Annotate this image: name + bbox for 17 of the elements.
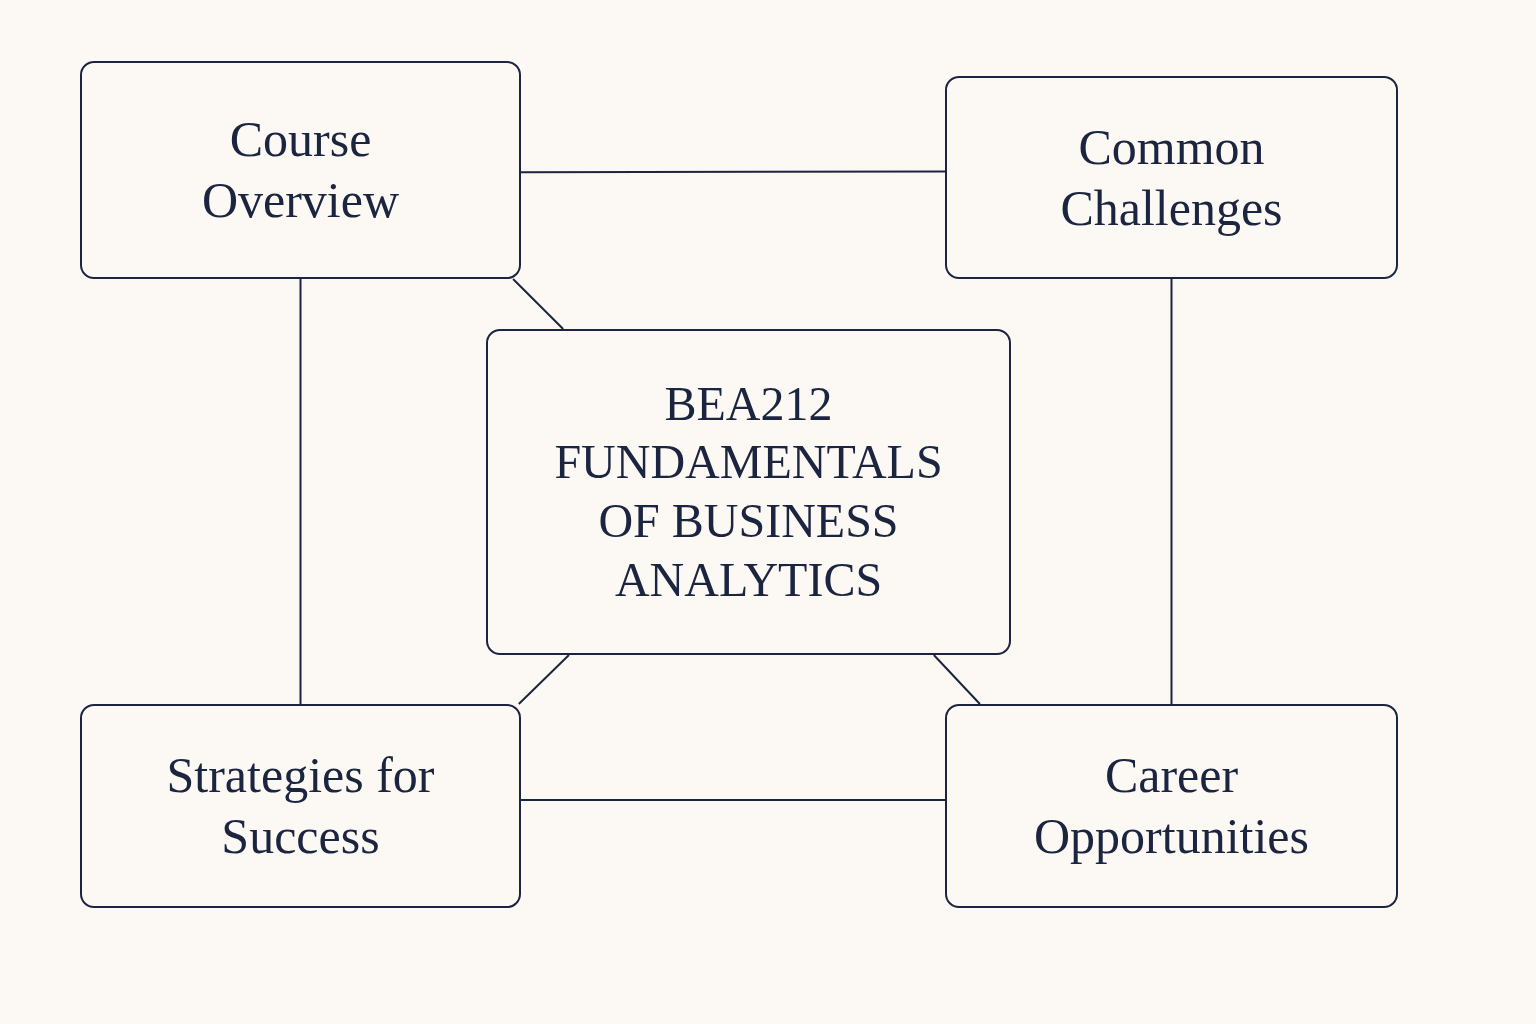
topic-label: Course Overview	[200, 110, 401, 230]
topic-label: BEA212 FUNDAMENTALS OF BUSINESS ANALYTICS	[553, 375, 944, 608]
connector-line	[517, 654, 570, 705]
connector-line	[1170, 278, 1173, 705]
topic-box	[945, 76, 1398, 279]
topic-label: Career Opportunities	[1033, 746, 1310, 866]
connector-line	[520, 798, 946, 801]
topic-box	[80, 61, 521, 279]
connector-line	[299, 278, 302, 705]
central-topic-box	[486, 329, 1011, 655]
topic-box	[945, 704, 1398, 908]
connector-line	[520, 170, 946, 174]
topic-box	[80, 704, 521, 908]
topic-label: Common Challenges	[1059, 117, 1284, 238]
topic-label: Strategies for Success	[165, 746, 436, 866]
connector-line	[512, 278, 565, 330]
connector-line	[932, 654, 981, 705]
